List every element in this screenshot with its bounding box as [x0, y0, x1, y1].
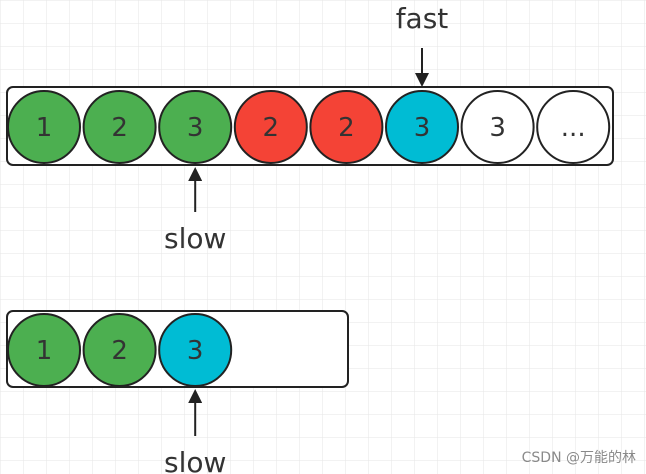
- watermark-text: CSDN @万能的林: [522, 450, 636, 466]
- cell-value: 3: [489, 113, 506, 143]
- cell-value: 1: [36, 113, 53, 143]
- cell-value: 2: [111, 113, 128, 143]
- array-top-cell-7: ...: [536, 90, 611, 164]
- array-top-cell-1: 2: [82, 90, 157, 164]
- cell-circle: [7, 313, 81, 387]
- array-top-cell-3: 2: [233, 90, 308, 164]
- cell-circle: [233, 90, 308, 164]
- cell-value: 3: [187, 336, 204, 366]
- pointer-fast: fast: [396, 2, 449, 87]
- array-top-cell-2: 3: [158, 90, 233, 164]
- array-bottom-cell-1: 2: [82, 313, 157, 387]
- arrays-layer: 1 2 3 2 2 3 3... 1 2 3: [6, 86, 614, 388]
- pointers-layer: fast slow slow: [164, 2, 448, 474]
- pointer-label: slow: [164, 446, 226, 474]
- cell-circle: [385, 90, 459, 164]
- cell-circle: [7, 90, 81, 164]
- array-bottom-cell-2: 3: [158, 313, 233, 387]
- cell-circle: [158, 313, 233, 387]
- cell-circle: [536, 90, 611, 164]
- array-top-cell-6: 3: [460, 90, 535, 164]
- cell-value: ...: [561, 113, 586, 143]
- cell-value: 3: [414, 113, 431, 143]
- cell-circle: [82, 313, 157, 387]
- cell-value: 2: [263, 113, 280, 143]
- cell-value: 3: [187, 113, 204, 143]
- cell-value: 2: [111, 336, 128, 366]
- cell-value: 2: [338, 113, 355, 143]
- array-top-cell-5: 3: [385, 90, 459, 164]
- cell-value: 1: [36, 336, 53, 366]
- array-top: 1 2 3 2 2 3 3...: [6, 86, 614, 166]
- cell-circle: [82, 90, 157, 164]
- pointer-slow: slow: [164, 167, 226, 255]
- array-bottom: 1 2 3: [6, 310, 349, 388]
- array-top-cell-0: 1: [7, 90, 81, 164]
- cell-circle: [309, 90, 384, 164]
- cell-circle: [158, 90, 233, 164]
- array-top-cell-4: 2: [309, 90, 384, 164]
- array-bottom-cell-0: 1: [7, 313, 81, 387]
- pointer-label: slow: [164, 222, 226, 255]
- cell-circle: [460, 90, 535, 164]
- pointer-slow: slow: [164, 389, 226, 474]
- pointer-label: fast: [396, 2, 449, 35]
